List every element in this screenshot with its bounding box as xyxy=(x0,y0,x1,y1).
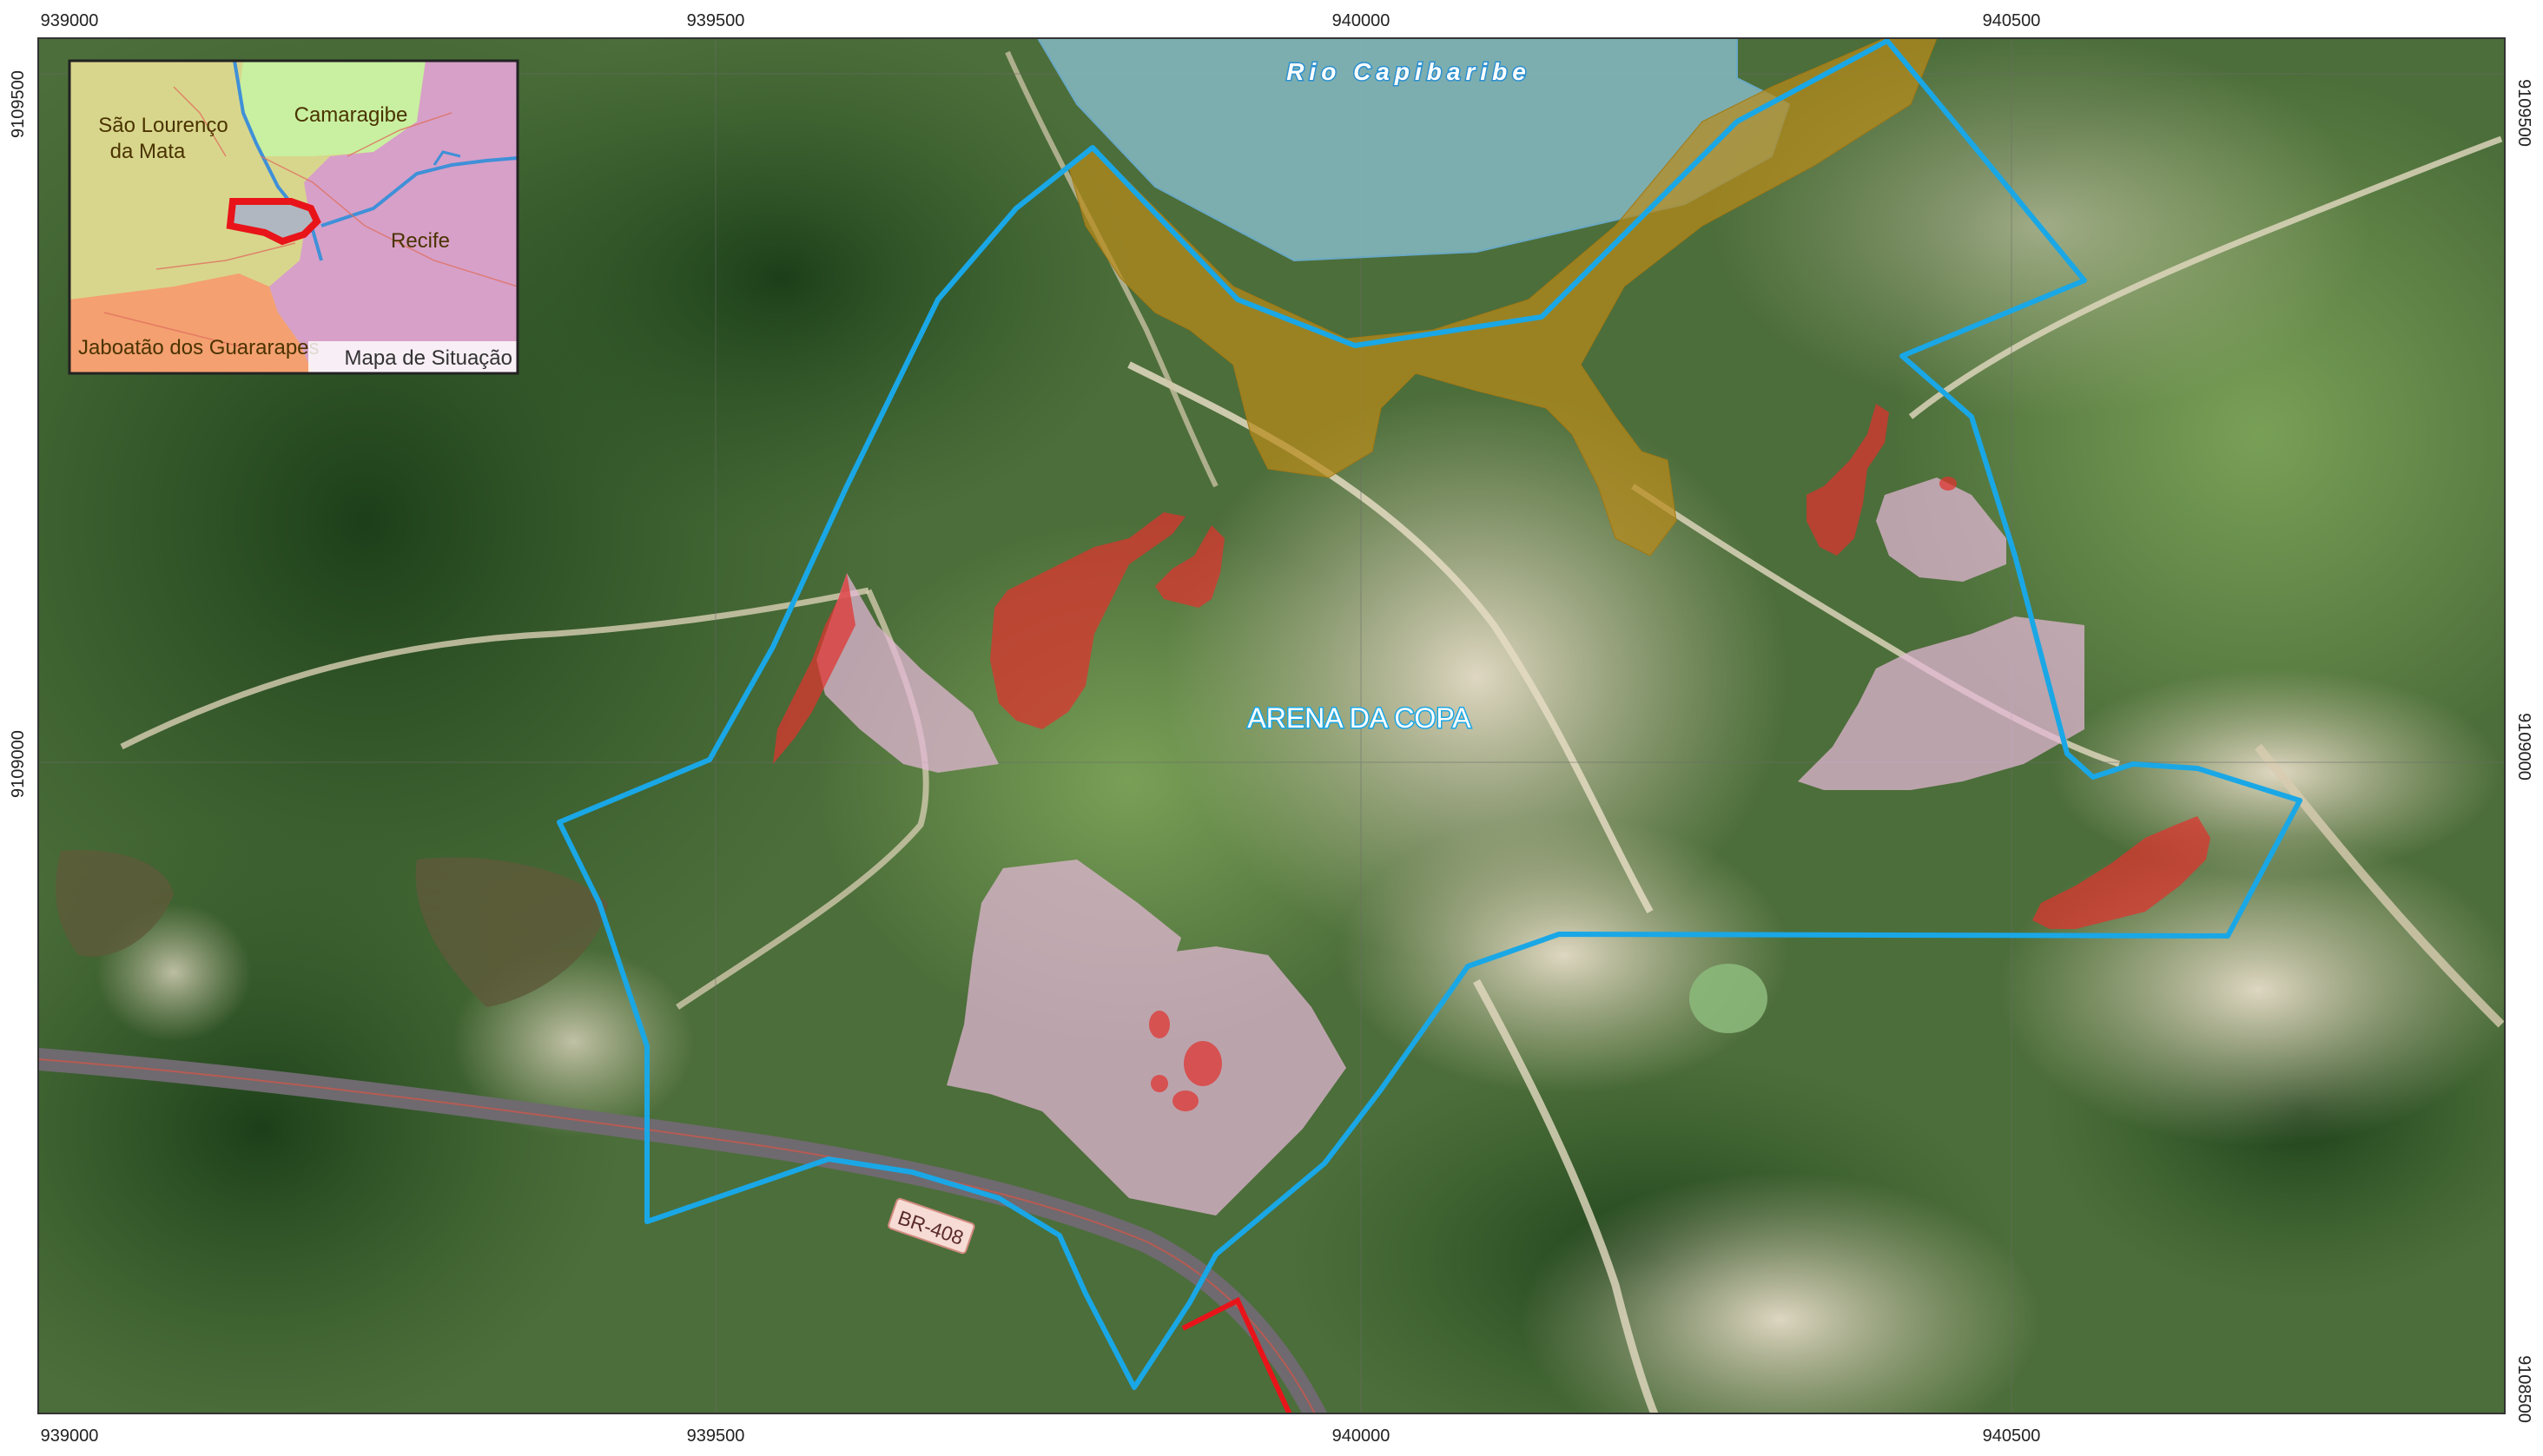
inset-title: Mapa de Situação xyxy=(345,346,512,370)
x-tick-label-bottom: 939500 xyxy=(687,1426,745,1446)
inset-jaboatao xyxy=(69,273,313,373)
x-tick-label-bottom: 940000 xyxy=(1332,1426,1390,1446)
red-risk-area-1[interactable] xyxy=(990,512,1186,729)
x-tick-label-top: 940000 xyxy=(1332,11,1390,30)
y-tick-label-right: 9108500 xyxy=(2514,1355,2533,1423)
study-area-boundary[interactable] xyxy=(557,38,2302,1390)
y-axis-left: 9109500 9109000 xyxy=(9,70,28,798)
inset-label-sao-lourenco-2: da Mata xyxy=(110,140,186,163)
red-risk-area-west[interactable] xyxy=(773,573,855,764)
x-tick-label-top: 939500 xyxy=(687,11,745,30)
inset-camaragibe xyxy=(239,61,426,156)
red-risk-area-southeast[interactable] xyxy=(2032,816,2210,929)
map-frame xyxy=(37,37,2506,1414)
x-axis-top: 939000 939500 940000 940500 xyxy=(41,11,2041,30)
inset-label-camaragibe: Camaragibe xyxy=(294,103,408,127)
area-label: ARENA DA COPA xyxy=(1247,702,1471,734)
pink-risk-area-south[interactable] xyxy=(947,860,1346,1216)
y-tick-label-left: 9109500 xyxy=(9,70,28,138)
inset-locator xyxy=(226,198,321,246)
x-tick-label-top: 940500 xyxy=(1983,11,2041,30)
inset-recife xyxy=(269,61,518,373)
pink-risk-area-east-2[interactable] xyxy=(1798,616,2084,790)
y-tick-label-right: 9109000 xyxy=(2514,713,2533,781)
y-tick-label-left: 9109000 xyxy=(9,730,28,798)
road-label-tag: BR-408 xyxy=(888,1197,975,1255)
inset-label-sao-lourenco: São Lourenço xyxy=(98,114,228,137)
red-risk-area-east[interactable] xyxy=(1807,404,1889,556)
x-axis-bottom: 939000 939500 940000 940500 xyxy=(41,1426,2041,1446)
pink-risk-area-east[interactable] xyxy=(1876,478,2006,582)
y-tick-label-right: 9109500 xyxy=(2514,79,2533,147)
inset-location-map[interactable]: São Lourenço da Mata Camaragibe Recife J… xyxy=(68,59,519,375)
pink-risk-area[interactable] xyxy=(816,573,999,773)
inset-label-recife: Recife xyxy=(391,229,450,253)
red-road-line xyxy=(1181,1296,1292,1413)
red-risk-area-2[interactable] xyxy=(1155,525,1225,608)
thematic-layers xyxy=(557,38,2302,1413)
x-tick-label-bottom: 939000 xyxy=(41,1426,99,1446)
inset-label-jaboatao: Jaboatão dos Guararapes xyxy=(78,336,320,359)
river-label: Rio Capibaribe xyxy=(1286,58,1531,85)
x-tick-label-top: 939000 xyxy=(41,11,99,30)
y-axis-right: 9109500 9109000 9108500 xyxy=(2514,79,2533,1423)
apa-ochre-polygon[interactable] xyxy=(1067,38,1938,557)
x-tick-label-bottom: 940500 xyxy=(1983,1426,2041,1446)
